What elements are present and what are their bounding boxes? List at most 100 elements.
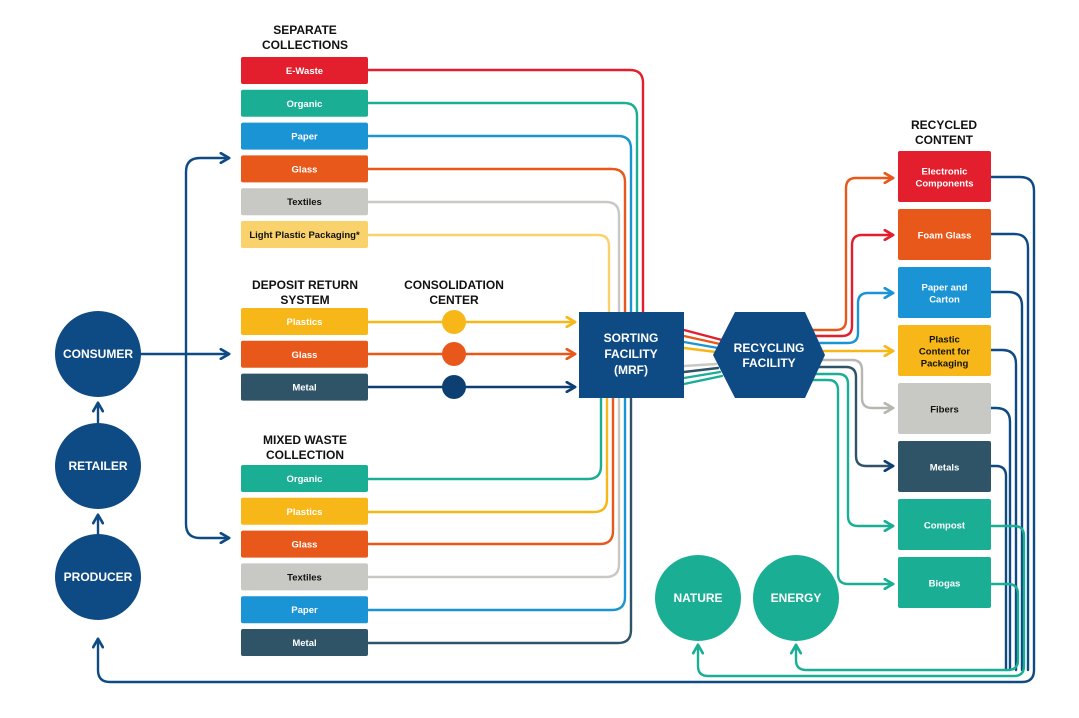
recycling-facility-line2: FACILITY bbox=[742, 356, 795, 370]
wire-mrf-rec-1 bbox=[682, 328, 724, 342]
wire-consumer-mixed bbox=[184, 352, 228, 538]
sorting-facility-line2: FACILITY bbox=[604, 347, 657, 361]
wire-return-paper bbox=[989, 290, 1024, 672]
recycling-facility-line1: RECYCLING bbox=[734, 341, 805, 355]
sorting-facility-line3: (MRF) bbox=[614, 363, 648, 377]
separate-box-textiles: Textiles bbox=[241, 188, 368, 216]
recycling-facility: RECYCLING FACILITY bbox=[713, 312, 825, 398]
wire-rec-paper bbox=[818, 293, 892, 345]
wire-sep-lightplastic bbox=[366, 233, 611, 314]
mixed-box-textiles: Textiles bbox=[241, 563, 368, 591]
deposit-label-plastics: Plastics bbox=[287, 317, 323, 328]
recycled-label-electronic-components-line2: Components bbox=[915, 179, 973, 190]
recycled-label-fibers-line1: Fibers bbox=[930, 405, 959, 416]
wire-rec-compost bbox=[812, 372, 892, 526]
mixed-box-plastics: Plastics bbox=[241, 497, 368, 525]
connection-wires bbox=[98, 68, 1036, 684]
wire-rec-fibers bbox=[820, 358, 892, 408]
wire-mix-metal bbox=[366, 396, 633, 645]
wire-mrf-rec-2 bbox=[682, 334, 722, 346]
wire-compost-nature bbox=[698, 524, 1026, 678]
deposit-label-glass: Glass bbox=[292, 350, 318, 361]
recycled-box-compost: Compost bbox=[898, 499, 991, 550]
recycled-label-plastic-content-for-packaging-line3: Packaging bbox=[921, 359, 969, 370]
wire-mix-organic bbox=[366, 396, 603, 481]
section-headers: SEPARATE COLLECTIONS DEPOSIT RETURN SYST… bbox=[252, 23, 977, 462]
header-mixed-line2: COLLECTION bbox=[266, 448, 344, 462]
consumer-label: CONSUMER bbox=[63, 347, 133, 361]
separate-label-organic: Organic bbox=[287, 99, 323, 110]
deposit-box-plastics: Plastics bbox=[241, 308, 368, 335]
wire-sep-ewaste bbox=[366, 68, 645, 314]
mixed-label-organic: Organic bbox=[287, 474, 323, 485]
wire-mrf-rec-6 bbox=[682, 366, 720, 374]
wire-biogas-energy bbox=[796, 582, 1020, 672]
mixed-label-plastics: Plastics bbox=[287, 507, 323, 518]
mixed-label-glass: Glass bbox=[292, 540, 318, 551]
consolidation-dot-metal bbox=[442, 375, 466, 399]
header-consolidation-line1: CONSOLIDATION bbox=[404, 278, 504, 292]
output-nodes: NATURE ENERGY bbox=[655, 555, 839, 641]
wire-mrf-rec-3 bbox=[682, 340, 720, 350]
retailer-node: RETAILER bbox=[55, 423, 141, 509]
wire-rec-electronic bbox=[808, 178, 892, 332]
sorting-facility-line1: SORTING bbox=[604, 331, 659, 345]
wire-mix-glass bbox=[366, 396, 615, 546]
separate-box-e-waste: E-Waste bbox=[241, 57, 368, 84]
wire-mix-plastics bbox=[366, 396, 609, 514]
wire-return-electronic bbox=[98, 175, 1036, 684]
separate-label-e-waste: E-Waste bbox=[286, 66, 323, 77]
recycled-label-biogas-line1: Biogas bbox=[929, 579, 961, 590]
recycled-box-metals: Metals bbox=[898, 441, 991, 492]
header-deposit-line2: SYSTEM bbox=[280, 293, 329, 307]
separate-box-organic: Organic bbox=[241, 89, 368, 117]
header-recycled-line1: RECYCLED bbox=[911, 118, 977, 132]
recycled-box-foam-glass: Foam Glass bbox=[898, 209, 991, 260]
wire-return-plastic bbox=[989, 348, 1018, 672]
energy-label: ENERGY bbox=[771, 591, 822, 605]
wire-mrf-rec-7 bbox=[682, 370, 722, 380]
wire-sep-textiles bbox=[366, 200, 621, 314]
consolidation-dots bbox=[442, 310, 466, 399]
recycled-box-biogas: Biogas bbox=[898, 557, 991, 608]
wire-sep-glass bbox=[366, 167, 627, 314]
header-separate-line1: SEPARATE bbox=[273, 23, 337, 37]
lifecycle-nodes: CONSUMER RETAILER PRODUCER bbox=[55, 311, 141, 620]
separate-label-light-plastic-packaging: Light Plastic Packaging* bbox=[249, 230, 360, 241]
mixed-box-organic: Organic bbox=[241, 465, 368, 492]
separate-box-paper: Paper bbox=[241, 122, 368, 150]
consolidation-dot-glass bbox=[442, 342, 466, 366]
retailer-label: RETAILER bbox=[68, 459, 127, 473]
header-separate-line2: COLLECTIONS bbox=[262, 38, 348, 52]
wire-mrf-rec-4 bbox=[682, 346, 718, 354]
recycled-label-paper-and-carton-line2: Carton bbox=[929, 295, 960, 306]
wire-sep-organic bbox=[366, 101, 639, 314]
wire-mrf-rec-8 bbox=[682, 374, 724, 386]
wire-mix-textiles bbox=[366, 396, 621, 579]
recycled-label-electronic-components-line1: Electronic bbox=[922, 167, 968, 178]
mixed-label-metal: Metal bbox=[292, 638, 316, 649]
wire-return-metals bbox=[989, 464, 1008, 672]
recycled-box-fibers: Fibers bbox=[898, 383, 991, 434]
wire-sep-paper bbox=[366, 134, 633, 314]
recycled-label-plastic-content-for-packaging-line2: Content for bbox=[919, 347, 970, 358]
recycled-label-metals-line1: Metals bbox=[930, 463, 960, 474]
recycled-label-plastic-content-for-packaging-line1: Plastic bbox=[929, 335, 960, 346]
recycled-label-compost-line1: Compost bbox=[924, 521, 966, 532]
mixed-box-paper: Paper bbox=[241, 596, 368, 624]
wire-rec-foamglass bbox=[812, 235, 892, 338]
separate-box-light-plastic-packaging: Light Plastic Packaging* bbox=[241, 221, 368, 248]
wire-return-fibers bbox=[989, 406, 1012, 672]
sorting-facility: SORTING FACILITY (MRF) bbox=[579, 312, 684, 398]
wire-rec-metals bbox=[816, 365, 892, 466]
deposit-box-metal: Metal bbox=[241, 373, 368, 401]
wire-mrf-rec-5 bbox=[682, 362, 718, 368]
nature-node: NATURE bbox=[655, 555, 741, 641]
wire-consumer-separate bbox=[184, 158, 228, 356]
energy-node: ENERGY bbox=[753, 555, 839, 641]
